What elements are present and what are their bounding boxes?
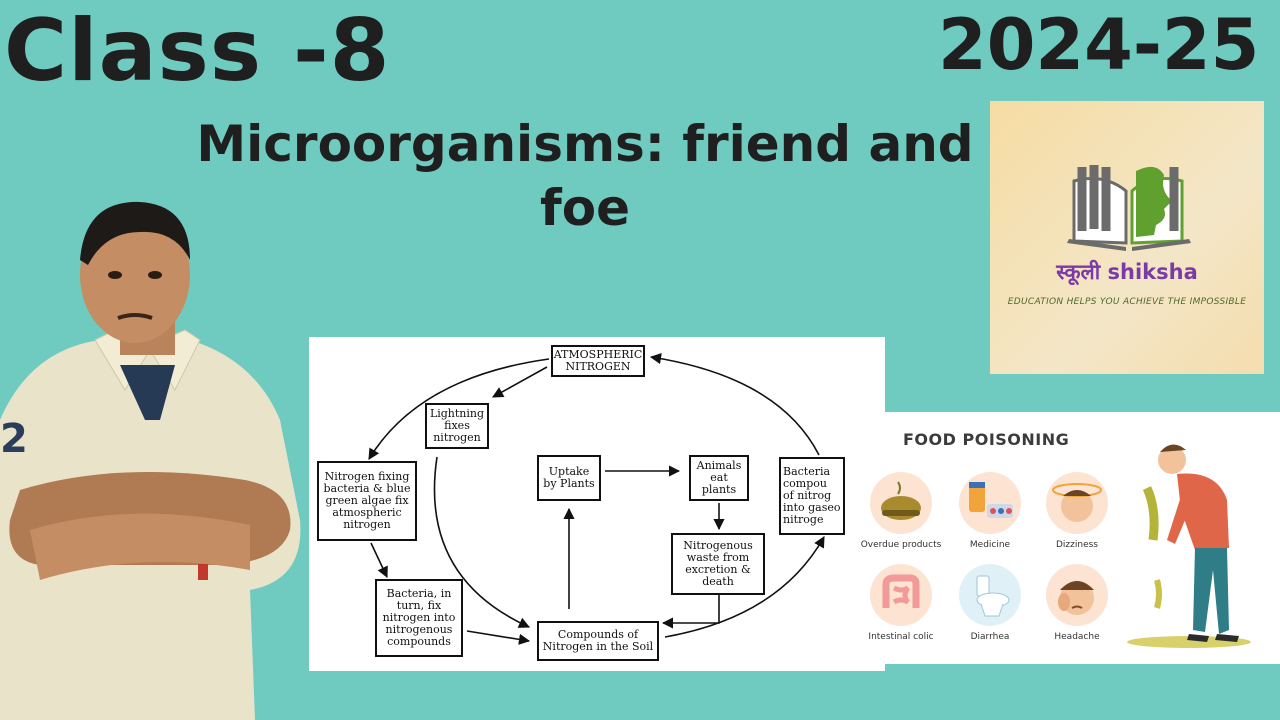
food-poisoning-panel: FOOD POISONING Overdue products Medicine… xyxy=(855,412,1280,664)
spoiled-food-icon xyxy=(870,472,932,534)
open-book-icon xyxy=(1067,165,1191,251)
symptom-label: Intestinal colic xyxy=(868,632,934,642)
symptom-label: Headache xyxy=(1054,632,1100,642)
presenter-photo: 2 xyxy=(0,201,301,720)
symptom-item: Headache xyxy=(1032,564,1122,642)
fixing-bacteria-box: Nitrogen fixing bacteria & blue green al… xyxy=(317,461,417,541)
toilet-icon xyxy=(959,564,1021,626)
svg-text:2: 2 xyxy=(0,416,28,462)
symptom-label: Diarrhea xyxy=(970,632,1010,642)
cycle-arrows xyxy=(368,353,825,645)
symptom-label: Dizziness xyxy=(1056,540,1098,550)
headache-face-icon xyxy=(1046,564,1108,626)
bacteria-gas-box: Bacteria compou of nitrog into gaseo nit… xyxy=(779,457,845,535)
chapter-title: Microorganisms: friend and foe xyxy=(196,115,974,237)
brand-logo-card: स्कूली shiksha EDUCATION HELPS YOU ACHIE… xyxy=(990,101,1264,374)
animals-eat-box: Animals eat plants xyxy=(689,455,749,501)
symptom-item: Medicine xyxy=(945,472,1035,550)
symptom-label: Medicine xyxy=(969,540,1011,550)
dizzy-face-icon xyxy=(1046,472,1108,534)
symptom-item: Dizziness xyxy=(1032,472,1122,550)
soil-compounds-box: Compounds of Nitrogen in the Soil xyxy=(537,621,659,661)
uptake-plants-box: Uptake by Plants xyxy=(537,455,601,501)
food-poisoning-title: FOOD POISONING xyxy=(903,430,1070,449)
brand-name: स्कूली shiksha xyxy=(1056,260,1198,284)
symptom-item: Intestinal colic xyxy=(856,564,946,642)
brand-tagline: EDUCATION HELPS YOU ACHIEVE THE IMPOSSIB… xyxy=(1007,297,1247,307)
bacteria-fix-box: Bacteria, in turn, fix nitrogen into nit… xyxy=(375,579,463,657)
symptom-label: Overdue products xyxy=(860,540,942,550)
atmospheric-nitrogen-box: ATMOSPHERIC NITROGEN xyxy=(551,345,645,377)
nitrogenous-waste-box: Nitrogenous waste from excretion & death xyxy=(671,533,765,595)
medicine-icon xyxy=(959,472,1021,534)
symptom-item: Diarrhea xyxy=(945,564,1035,642)
lightning-box: Lightning fixes nitrogen xyxy=(425,403,489,449)
vomiting-man-illustration xyxy=(1127,444,1251,648)
symptom-item: Overdue products xyxy=(856,472,946,550)
intestine-icon xyxy=(870,564,932,626)
class-title: Class -8 xyxy=(4,1,391,101)
nitrogen-cycle-diagram: ATMOSPHERIC NITROGEN Lightning fixes nit… xyxy=(309,337,885,671)
session-year: 2024-25 xyxy=(938,4,1260,86)
